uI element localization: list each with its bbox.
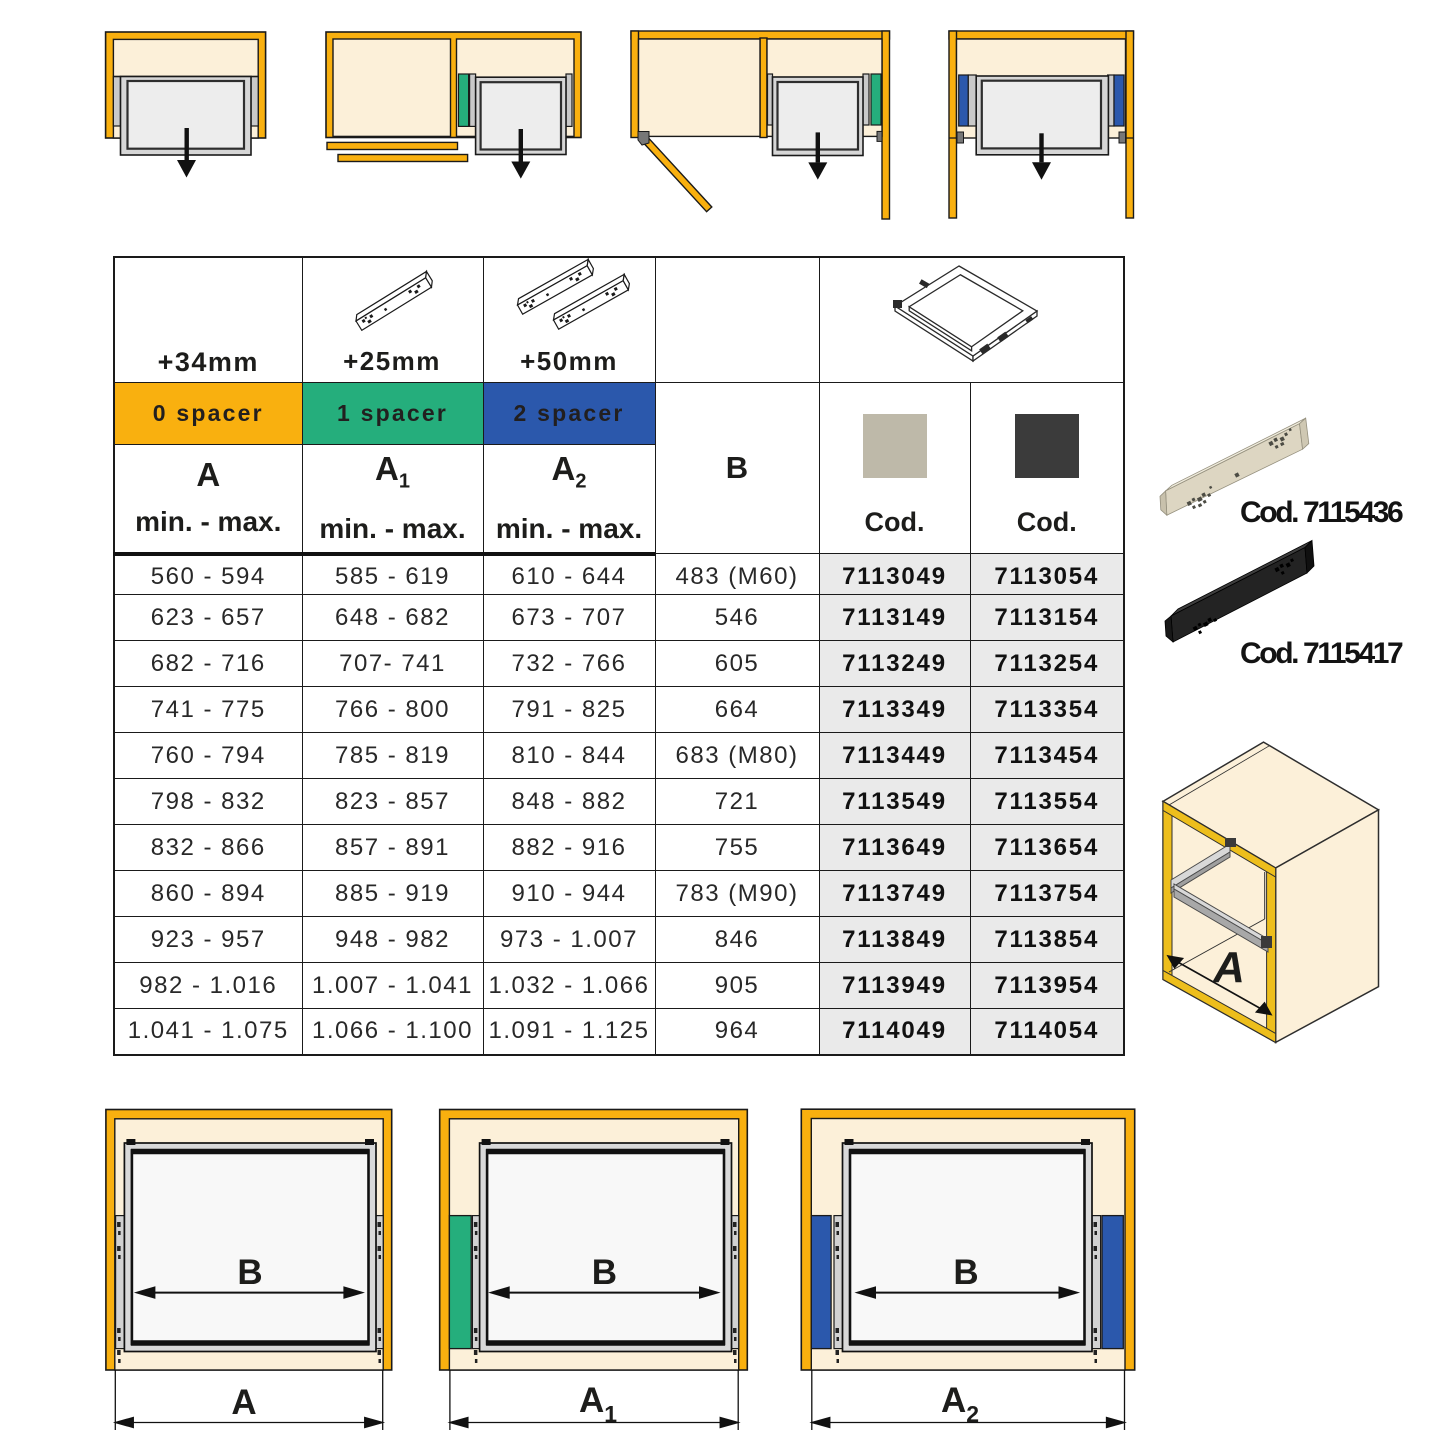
svg-text:B: B [953, 1253, 978, 1292]
svg-text:B: B [237, 1253, 262, 1292]
svg-text:B: B [592, 1253, 617, 1292]
svg-text:A: A [231, 1383, 256, 1422]
svg-text:A: A [1212, 943, 1245, 992]
svg-text:+50mm: +50mm [520, 346, 618, 376]
svg-text:A2: A2 [941, 1381, 979, 1427]
svg-text:A1: A1 [579, 1381, 617, 1427]
svg-text:+25mm: +25mm [343, 346, 441, 376]
